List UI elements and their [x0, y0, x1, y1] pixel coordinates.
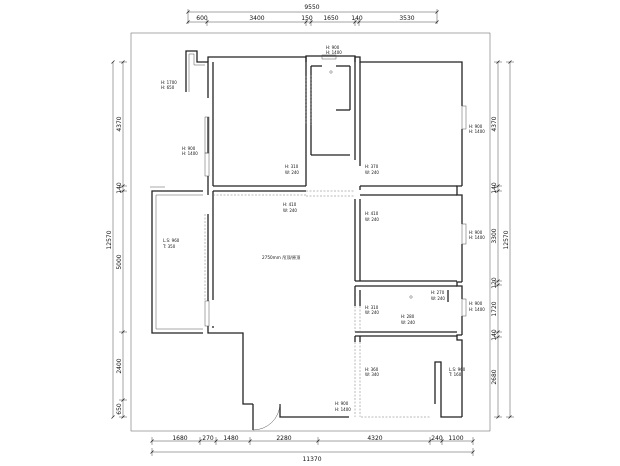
right-dim-5: 1720 — [491, 301, 498, 316]
note-right-balcony-1: L.S: 960 — [449, 367, 466, 372]
top-dimensions: 9550 600 3400 150 1650 140 3530 — [186, 4, 439, 26]
left-dim-5: 650 — [116, 403, 123, 415]
top-dim-3: 150 — [301, 15, 313, 22]
note-right-window-3a: H: 900 — [469, 301, 483, 306]
fixture-circle — [329, 70, 333, 74]
note-lower-door-1: H: 360 — [365, 367, 379, 372]
outer-frame — [130, 32, 491, 432]
note-left-window-2: H: 1400 — [182, 151, 198, 156]
top-dim-5: 140 — [351, 15, 363, 22]
fixture-circle — [409, 295, 413, 299]
walls — [150, 50, 463, 418]
note-right-window-2a: H: 900 — [469, 230, 483, 235]
left-dim-2: 140 — [116, 182, 123, 194]
note-small-room-2: W: 240 — [431, 296, 445, 301]
note-door-bed3-2: W: 240 — [365, 217, 379, 222]
note-door-living-1: H: 410 — [283, 202, 297, 207]
note-small-room-1: H: 270 — [431, 290, 445, 295]
note-left-window-1: H: 900 — [182, 146, 196, 151]
bottom-dim-3: 1480 — [223, 435, 238, 442]
right-dim-3: 3300 — [491, 228, 498, 243]
left-dim-4: 2400 — [116, 358, 123, 373]
note-lower-door-2: W: 340 — [365, 372, 379, 377]
right-dim-7: 2680 — [491, 369, 498, 384]
left-dim-1: 4370 — [116, 116, 123, 131]
note-right-window-1a: H: 900 — [469, 124, 483, 129]
annotations: H: 900 H: 1400 H: 1700 H: 650 H: 900 H: … — [161, 45, 485, 412]
left-total-dim: 12570 — [106, 230, 113, 249]
right-dimensions: 4370 140 3300 120 1720 140 2680 12570 — [491, 60, 514, 419]
right-dim-2: 140 — [491, 182, 498, 194]
note-top-window-1: H: 900 — [326, 45, 340, 50]
note-door-bath-1: H: 370 — [365, 164, 379, 169]
bottom-dim-6: 240 — [431, 435, 443, 442]
note-left-balcony-1: L.S: 960 — [163, 238, 180, 243]
top-dim-1: 600 — [196, 15, 208, 22]
note-door-bed1-1: H: 310 — [285, 164, 299, 169]
right-total-dim: 12570 — [503, 230, 510, 249]
note-door-bed3-1: H: 410 — [365, 211, 379, 216]
note-door-living-2: W: 240 — [283, 208, 297, 213]
left-dimensions: 12570 4370 140 5000 2400 650 — [106, 60, 127, 419]
note-right-window-1b: H: 1400 — [469, 129, 485, 134]
note-door-bed1-2: W: 240 — [285, 170, 299, 175]
note-top-window-2: H: 1400 — [326, 50, 342, 55]
bottom-dim-4: 2280 — [276, 435, 291, 442]
note-small-door2-2: W: 240 — [401, 320, 415, 325]
note-small-door1-2: W: 240 — [365, 310, 379, 315]
note-bottom-window-1: H: 900 — [335, 401, 349, 406]
note-small-door2-1: H: 280 — [401, 314, 415, 319]
note-balcony-window-1: H: 1700 — [161, 80, 177, 85]
dashed-openings — [204, 75, 430, 418]
entry-door — [252, 403, 281, 431]
note-right-balcony-2: T: 160 — [448, 372, 462, 377]
note-left-balcony-2: T: 350 — [162, 244, 176, 249]
top-dim-2: 3400 — [249, 15, 264, 22]
note-bottom-window-2: H: 1400 — [335, 407, 351, 412]
left-dim-3: 5000 — [116, 254, 123, 269]
bottom-total-dim: 11370 — [302, 456, 321, 463]
note-right-window-3b: H: 1400 — [469, 307, 485, 312]
note-door-bath-2: W: 240 — [365, 170, 379, 175]
top-dim-6: 3530 — [399, 15, 414, 22]
note-balcony-window-2: H: 650 — [161, 85, 175, 90]
bottom-dimensions: 1680 270 1480 2280 4320 240 1100 11370 — [150, 435, 475, 463]
top-dim-4: 1650 — [323, 15, 338, 22]
center-ceiling-label: 2750mm 吊顶/原顶 — [262, 255, 301, 261]
bottom-dim-7: 1100 — [448, 435, 463, 442]
bottom-dim-1: 1680 — [172, 435, 187, 442]
right-dim-6: 140 — [491, 329, 498, 341]
bottom-dim-2: 270 — [202, 435, 214, 442]
note-small-door1-1: H: 310 — [365, 305, 379, 310]
window-markers — [204, 54, 467, 327]
top-total-dim: 9550 — [304, 4, 319, 11]
right-dim-4: 120 — [491, 277, 498, 289]
right-dim-1: 4370 — [491, 116, 498, 131]
bottom-dim-5: 4320 — [367, 435, 382, 442]
note-right-window-2b: H: 1400 — [469, 235, 485, 240]
